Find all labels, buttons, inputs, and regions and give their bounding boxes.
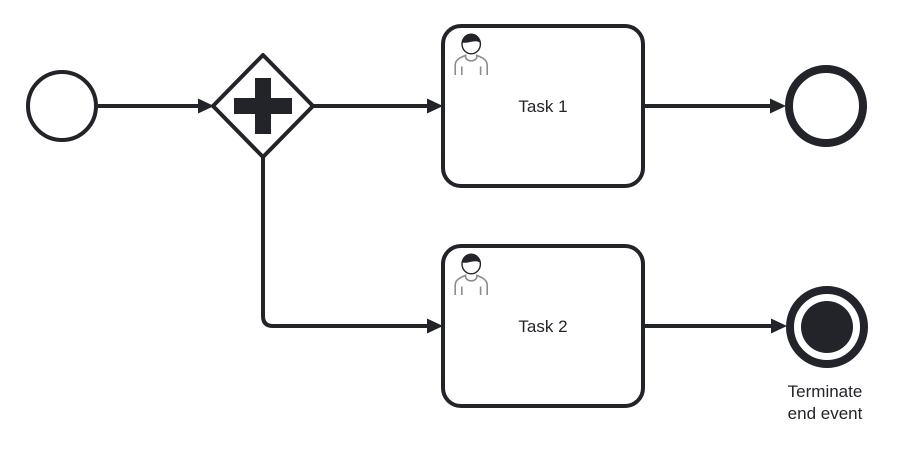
terminate-label-line2: end event (788, 404, 863, 423)
arrowhead-icon (770, 98, 786, 114)
arrowhead-icon (427, 98, 443, 114)
sequence-flow-task1-to-end[interactable] (643, 98, 786, 114)
terminate-end-event[interactable] (786, 286, 868, 368)
user-icon (454, 253, 488, 295)
sequence-flow-task2-to-terminate[interactable] (643, 318, 787, 334)
sequence-flow-gateway-to-task2[interactable] (261, 156, 443, 334)
start-event[interactable] (26, 70, 98, 142)
arrowhead-icon (771, 318, 787, 334)
plus-icon (234, 78, 292, 134)
terminate-icon (801, 301, 853, 353)
terminate-end-event-label[interactable]: Terminate end event (788, 382, 863, 423)
terminate-label-line1: Terminate (788, 382, 863, 401)
arrowhead-icon (198, 98, 214, 114)
task-2-label: Task 2 (518, 317, 567, 336)
sequence-flow-start-to-gateway[interactable] (98, 98, 214, 114)
parallel-gateway[interactable] (211, 53, 315, 159)
end-event[interactable] (785, 65, 867, 147)
task-1-label: Task 1 (518, 97, 567, 116)
task-1[interactable]: Task 1 (441, 24, 645, 188)
task-2[interactable]: Task 2 (441, 244, 645, 408)
arrowhead-icon (427, 318, 443, 334)
sequence-flow-gateway-to-task1[interactable] (313, 98, 443, 114)
user-icon (454, 33, 488, 75)
